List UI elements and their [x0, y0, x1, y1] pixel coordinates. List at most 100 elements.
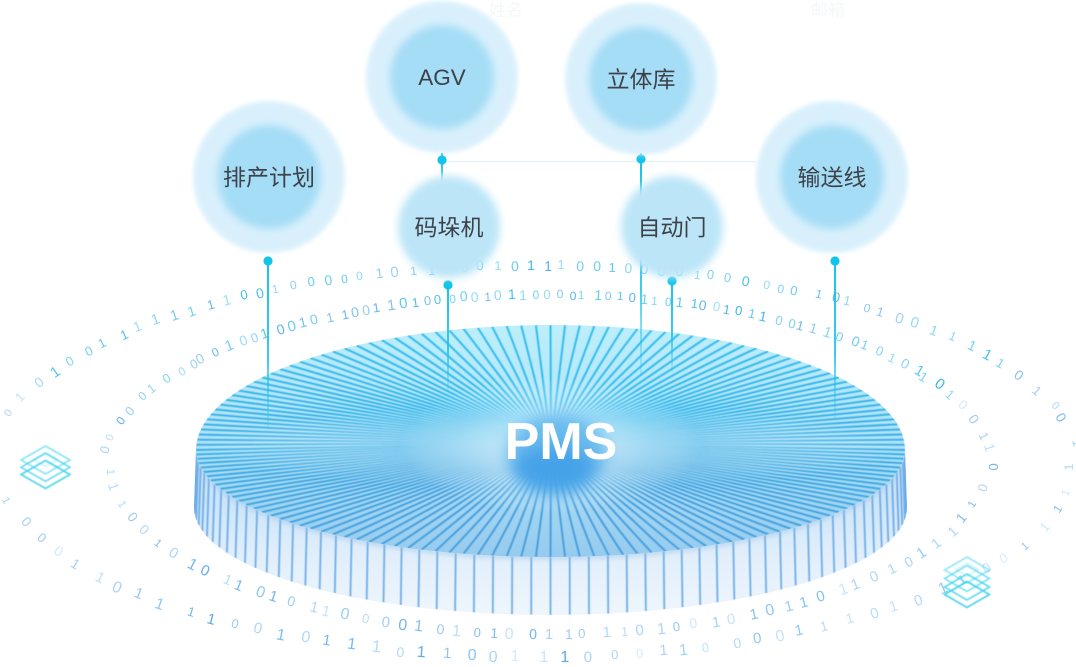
svg-text:0: 0 — [323, 272, 333, 289]
svg-text:1: 1 — [621, 624, 629, 639]
svg-text:1: 1 — [416, 644, 426, 662]
svg-text:0: 0 — [862, 301, 873, 316]
svg-text:1: 1 — [321, 632, 332, 650]
svg-text:1: 1 — [678, 642, 689, 660]
svg-text:0: 0 — [307, 274, 316, 290]
svg-text:0: 0 — [254, 284, 265, 301]
svg-text:1: 1 — [115, 499, 128, 510]
svg-text:1: 1 — [545, 626, 553, 643]
svg-text:1: 1 — [386, 297, 397, 315]
svg-text:0: 0 — [557, 287, 564, 301]
svg-text:1: 1 — [443, 645, 452, 662]
svg-text:0: 0 — [611, 647, 619, 662]
svg-text:0: 0 — [605, 289, 613, 303]
svg-text:0: 0 — [732, 635, 742, 652]
svg-text:0: 0 — [339, 605, 351, 623]
svg-text:0: 0 — [774, 627, 786, 645]
svg-text:1: 1 — [842, 292, 853, 308]
svg-text:0: 0 — [635, 622, 645, 640]
svg-text:1: 1 — [494, 258, 501, 273]
svg-text:1: 1 — [1062, 463, 1076, 470]
svg-text:1: 1 — [557, 257, 564, 272]
svg-text:0: 0 — [252, 619, 264, 637]
svg-text:0: 0 — [764, 601, 777, 620]
svg-text:1: 1 — [748, 605, 760, 623]
svg-text:0: 0 — [741, 273, 751, 290]
svg-text:0: 0 — [397, 617, 408, 635]
svg-text:0: 0 — [636, 646, 644, 661]
svg-text:1: 1 — [693, 268, 702, 283]
svg-text:1: 1 — [519, 287, 527, 303]
svg-text:1: 1 — [104, 469, 116, 476]
svg-text:0: 0 — [96, 444, 112, 455]
svg-text:1: 1 — [608, 260, 616, 275]
svg-text:0: 0 — [239, 286, 249, 302]
svg-text:1: 1 — [640, 291, 649, 308]
svg-text:1: 1 — [371, 637, 382, 657]
svg-text:1: 1 — [410, 264, 418, 279]
svg-text:0: 0 — [578, 626, 586, 641]
svg-text:0: 0 — [467, 647, 477, 664]
svg-text:0: 0 — [723, 270, 732, 286]
svg-text:0: 0 — [355, 269, 364, 284]
svg-text:0: 0 — [423, 293, 432, 309]
svg-text:0: 0 — [698, 297, 708, 314]
svg-text:1: 1 — [656, 621, 667, 639]
svg-text:1: 1 — [793, 621, 805, 639]
svg-text:1: 1 — [375, 265, 385, 282]
svg-text:1: 1 — [659, 642, 669, 660]
svg-text:1: 1 — [0, 495, 12, 506]
svg-text:0: 0 — [396, 644, 405, 661]
svg-text:1: 1 — [594, 287, 603, 303]
svg-text:1: 1 — [1060, 488, 1073, 498]
svg-text:0: 0 — [289, 278, 298, 293]
svg-text:0: 0 — [593, 258, 602, 274]
svg-text:0: 0 — [230, 615, 241, 631]
svg-text:0: 0 — [249, 329, 261, 346]
svg-text:0: 0 — [473, 625, 481, 640]
svg-text:0: 0 — [672, 619, 681, 635]
svg-text:0: 0 — [361, 611, 371, 627]
svg-text:0: 0 — [834, 328, 846, 345]
svg-text:0: 0 — [712, 299, 721, 315]
svg-text:1: 1 — [690, 296, 699, 312]
svg-text:0: 0 — [787, 315, 798, 331]
svg-text:0: 0 — [340, 272, 349, 287]
svg-text:1: 1 — [675, 294, 685, 311]
svg-text:1: 1 — [325, 310, 335, 326]
svg-text:1: 1 — [186, 603, 197, 619]
svg-text:1: 1 — [814, 287, 824, 302]
svg-text:1: 1 — [783, 597, 795, 616]
svg-text:1: 1 — [616, 289, 624, 303]
svg-text:1: 1 — [413, 618, 424, 636]
svg-text:0: 0 — [974, 482, 990, 493]
svg-text:1: 1 — [451, 623, 461, 641]
svg-text:1: 1 — [271, 282, 281, 297]
svg-text:0: 0 — [104, 432, 117, 443]
svg-text:0: 0 — [762, 278, 771, 293]
svg-text:0: 0 — [350, 303, 361, 320]
svg-text:1: 1 — [565, 626, 573, 642]
svg-text:1: 1 — [205, 296, 216, 312]
svg-text:1: 1 — [297, 313, 309, 330]
svg-text:1: 1 — [758, 307, 769, 324]
svg-text:1: 1 — [747, 306, 757, 322]
svg-text:0: 0 — [300, 628, 312, 646]
svg-text:0: 0 — [624, 260, 633, 277]
svg-text:0: 0 — [493, 287, 502, 303]
svg-text:1: 1 — [540, 649, 549, 666]
svg-text:1: 1 — [411, 295, 420, 311]
svg-text:0: 0 — [389, 264, 399, 282]
svg-text:0: 0 — [433, 292, 442, 308]
svg-text:0: 0 — [308, 310, 320, 327]
svg-text:0: 0 — [706, 267, 715, 283]
svg-text:0: 0 — [830, 288, 842, 305]
svg-text:0: 0 — [734, 303, 744, 319]
svg-text:1: 1 — [844, 609, 856, 627]
svg-text:0: 0 — [776, 282, 786, 297]
svg-text:1: 1 — [508, 286, 517, 302]
svg-text:0: 0 — [752, 630, 763, 648]
svg-text:1: 1 — [320, 602, 332, 620]
svg-text:0: 0 — [459, 288, 468, 305]
svg-text:0: 0 — [701, 640, 710, 656]
